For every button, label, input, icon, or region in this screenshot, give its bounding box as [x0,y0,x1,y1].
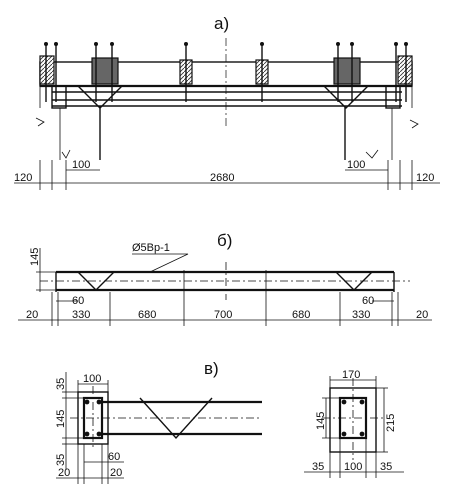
view-v-label: в) [204,359,219,378]
view-v-left-dim-20-right: 20 [110,467,122,479]
view-b-dim-330-right: 330 [352,309,370,321]
view-b-dim-680-right: 680 [292,309,310,321]
view-a-dim-120-left: 120 [14,172,32,184]
view-b-dim-680-left: 680 [138,309,156,321]
view-v-left-dim-35-bottom: 35 [55,454,67,466]
view-v-right-dim-35-right: 35 [380,461,392,473]
view-b-dim-60-left: 60 [72,295,84,307]
view-v-right-dim-100: 100 [344,461,362,473]
view-b-frame [40,262,410,300]
view-b-dim-145: 145 [29,248,41,266]
view-a-pins [44,42,408,102]
view-b-dim-20-left: 20 [26,309,38,321]
rebar-label: Ø5Вр-1 [132,242,170,254]
view-a-dim-100-right: 100 [347,159,365,171]
view-b-dim-60-right: 60 [362,295,374,307]
view-v-left-dim-145: 145 [55,410,67,428]
view-a-dim-2680: 2680 [210,172,234,184]
view-v-right-dim-35-left: 35 [312,461,324,473]
view-a-supports [35,85,419,160]
view-a: а) [14,14,440,190]
view-v-right-dim-215: 215 [385,414,397,432]
view-v-left-dim-35-top: 35 [55,378,67,390]
view-a-dim-120-right: 120 [416,172,434,184]
view-b-dim-20-right: 20 [416,309,428,321]
view-v-left: 100 35 145 35 60 20 20 [55,372,262,484]
view-v-left-dim-100: 100 [83,373,101,385]
view-b-label: б) [217,231,232,250]
view-b: б) Ø5Вр-1 145 60 60 [18,231,432,326]
view-a-label: а) [214,14,229,33]
view-b-dim-700: 700 [214,309,232,321]
view-v-right-dim-145: 145 [315,412,327,430]
view-b-dimensions: 60 60 20 330 680 700 680 330 20 [18,292,432,326]
view-v-right-dim-170: 170 [342,369,360,381]
view-a-dimensions: 120 100 2680 100 120 [14,159,440,190]
rebar-leader [132,253,189,273]
view-v-left-dim-20-left: 20 [58,467,70,479]
view-a-dim-100-left: 100 [72,159,90,171]
view-v-left-dim-60: 60 [108,451,120,463]
view-b-dim-330-left: 330 [72,309,90,321]
view-a-diagonals [77,85,369,109]
view-b-height-dim: 145 [29,248,56,292]
view-v-right: 170 145 215 35 100 35 [304,369,404,478]
view-v: в) 100 35 145 35 [55,359,404,484]
